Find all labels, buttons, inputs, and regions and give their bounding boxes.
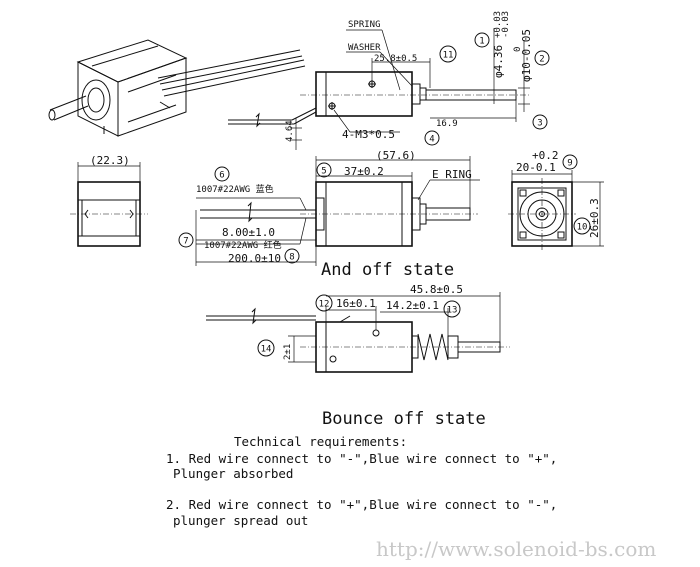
balloon-11: 11 (439, 45, 457, 63)
dim-plunger-diameter: φ10-0.05 (520, 29, 533, 82)
bounce-off-state-caption: Bounce off state (322, 409, 486, 429)
dim-shaft-tol-lower: -0.03 (501, 11, 511, 38)
dim-frame-width: 20-0.1 (516, 161, 556, 174)
washer-callout: WASHER (348, 43, 381, 53)
and-off-state-caption: And off state (321, 260, 454, 280)
website-watermark: http://www.solenoid-bs.com (376, 537, 656, 561)
dim-shaft-diameter: φ4.36 (492, 45, 505, 78)
svg-text:2: 2 (539, 55, 544, 65)
dim-frame-height: 26±0.3 (588, 198, 601, 238)
svg-text:5: 5 (321, 167, 326, 177)
balloon-5: 5 (316, 162, 332, 178)
svg-text:6: 6 (219, 171, 224, 181)
svg-text:7: 7 (183, 237, 188, 247)
red-wire-callout: 1007#22AWG 红色 (204, 239, 282, 251)
technical-requirements: Technical requirements: 1. Red wire conn… (166, 434, 557, 528)
dim-body-length: 37±0.2 (344, 165, 384, 178)
balloon-1: 1 (474, 32, 490, 48)
end-view-left (70, 162, 148, 247)
balloon-14: 14 (257, 339, 275, 357)
dim-end-width: (22.3) (90, 154, 130, 167)
svg-text:1: 1 (479, 37, 484, 47)
svg-text:4: 4 (429, 135, 434, 145)
dim-wire-length: 200.0±10 (228, 252, 281, 265)
requirement-1-line-2: Plunger absorbed (173, 466, 293, 481)
balloon-13: 13 (443, 300, 461, 318)
dim-wire-strip: 8.00±1.0 (222, 226, 275, 239)
dim-frame-width-tol: +0.2 (532, 149, 559, 162)
dim-bounce-spring: 14.2±0.1 (386, 299, 439, 312)
balloon-4: 4 (424, 130, 440, 146)
dim-bounce-body: 16±0.1 (336, 297, 376, 310)
balloon-7: 7 (178, 232, 194, 248)
svg-text:12: 12 (319, 300, 330, 310)
requirements-heading: Technical requirements: (234, 434, 407, 449)
dim-stroke-offset: 16.9 (436, 119, 458, 129)
svg-text:9: 9 (567, 159, 572, 169)
svg-text:8: 8 (289, 253, 294, 263)
requirement-2-line-1: 2. Red wire connect to "+",Blue wire con… (166, 497, 557, 512)
balloon-8: 8 (284, 248, 300, 264)
e-ring-callout: E RING (432, 168, 472, 181)
balloon-9: 9 (562, 154, 578, 170)
requirement-2-line-2: plunger spread out (173, 513, 308, 528)
svg-text:11: 11 (443, 51, 454, 61)
isometric-solenoid-sketch (48, 39, 306, 137)
blue-wire-callout: 1007#22AWG 蓝色 (196, 183, 274, 195)
side-view-bounce-off (206, 292, 510, 373)
dim-bounce-total: 45.8±0.5 (410, 283, 463, 296)
balloon-2: 2 (534, 50, 550, 66)
dim-bounce-offset: 2±1 (283, 344, 293, 360)
balloon-3: 3 (532, 114, 548, 130)
dim-shaft-tol-upper: +0.03 (493, 11, 503, 38)
dim-plunger-tol: 0 (513, 47, 523, 52)
balloon-10: 10 (573, 217, 591, 235)
spring-callout: SPRING (348, 20, 381, 30)
dim-spring-length: 25.8±0.5 (374, 54, 417, 64)
end-view-right (508, 170, 604, 250)
mount-screws-callout: 4-M3*0.5 (342, 128, 395, 141)
svg-text:13: 13 (447, 306, 458, 316)
dim-total-length: (57.6) (376, 149, 416, 162)
svg-text:3: 3 (537, 119, 542, 129)
svg-text:14: 14 (261, 345, 272, 355)
balloon-6: 6 (214, 166, 230, 182)
svg-text:10: 10 (577, 223, 588, 233)
dim-screw-offset: 4.64 (285, 120, 295, 142)
side-view-top (228, 28, 530, 150)
requirement-1-line-1: 1. Red wire connect to "-",Blue wire con… (166, 451, 557, 466)
balloon-12: 12 (315, 294, 333, 312)
